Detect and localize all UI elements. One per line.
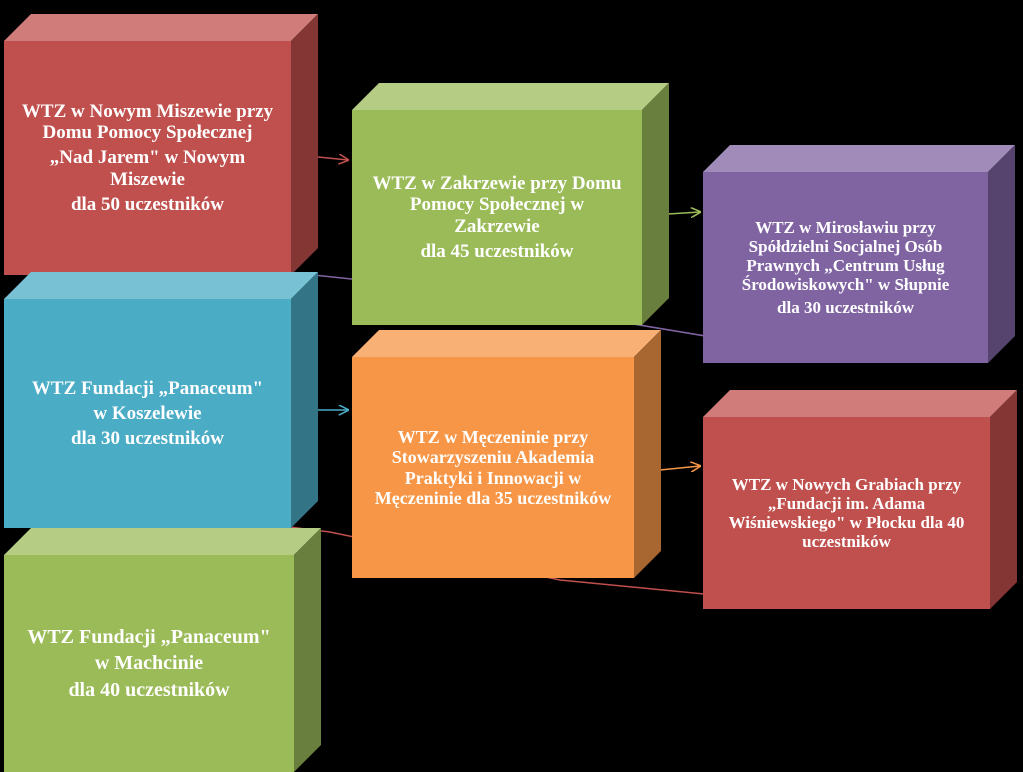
box-text-line: dla 50 uczestników [70, 193, 225, 215]
box-depth [4, 272, 318, 528]
box-top-face [4, 272, 318, 299]
box-top-face [4, 528, 321, 555]
box-face: WTZ w Zakrzewie przy Domu Pomocy Społecz… [352, 110, 642, 325]
box-wtz-nowy-miszew: WTZ w Nowym Miszewie przy Domu Pomocy Sp… [4, 14, 318, 275]
box-top-face [352, 330, 661, 357]
box-top-face [4, 14, 318, 41]
box-wtz-zakrzewo: WTZ w Zakrzewie przy Domu Pomocy Społecz… [352, 83, 669, 325]
box-top-face [703, 145, 1015, 172]
box-text-line: WTZ Fundacji „Panaceum" [31, 377, 264, 399]
box-wtz-miroslaw: WTZ w Mirosławiu przy Spółdzielni Socjal… [703, 145, 1015, 363]
box-face: WTZ w Mirosławiu przy Spółdzielni Socjal… [703, 172, 988, 363]
box-wtz-meczenino: WTZ w Męczeninie przy Stowarzyszeniu Aka… [352, 330, 661, 578]
box-wtz-nowe-grabie: WTZ w Nowych Grabiach przy „Fundacji im.… [703, 390, 1017, 609]
box-side-face [291, 14, 318, 275]
box-text-line: w Machcinie [94, 652, 204, 675]
box-side-face [642, 83, 669, 325]
box-text-line: dla 40 uczestników [68, 678, 230, 701]
box-face: WTZ w Nowym Miszewie przy Domu Pomocy Sp… [4, 41, 291, 275]
box-face: WTZ Fundacji „Panaceum" w Machcinie dla … [4, 555, 294, 772]
box-text-line: „Nad Jarem" w Nowym Miszewie [49, 147, 246, 190]
box-wtz-machcin: WTZ Fundacji „Panaceum" w Machcinie dla … [4, 528, 321, 772]
box-depth [4, 528, 321, 772]
box-depth [352, 83, 669, 325]
box-face: WTZ Fundacji „Panaceum" w Koszelewie dla… [4, 299, 291, 528]
box-text-line: dla 45 uczestników [420, 240, 574, 262]
box-text-line: dla 30 uczestników [777, 298, 914, 318]
box-top-face [352, 83, 669, 110]
box-text-line: dla 30 uczestników [70, 428, 225, 450]
box-text-line: WTZ w Nowych Grabiach przy „Fundacji im.… [728, 474, 965, 552]
box-depth [4, 14, 318, 275]
box-depth [352, 330, 661, 578]
box-text-line: WTZ w Zakrzewie przy Domu Pomocy Społecz… [372, 172, 622, 237]
box-text-line: WTZ w Nowym Miszewie przy Domu Pomocy Sp… [21, 100, 274, 144]
box-side-face [291, 272, 318, 528]
box-text-line: WTZ w Mirosławiu przy Spółdzielni Socjal… [741, 217, 950, 295]
box-text-line: WTZ Fundacji „Panaceum" [27, 625, 271, 648]
box-face: WTZ w Męczeninie przy Stowarzyszeniu Aka… [352, 357, 634, 578]
arrow-zakrzewo-to-miroslaw [667, 212, 700, 214]
box-side-face [294, 528, 321, 772]
box-top-face [703, 390, 1017, 417]
box-side-face [990, 390, 1017, 609]
box-depth [703, 390, 1017, 609]
box-face: WTZ w Nowych Grabiach przy „Fundacji im.… [703, 417, 990, 609]
box-side-face [988, 145, 1015, 363]
box-text-line: WTZ w Męczeninie przy Stowarzyszeniu Aka… [374, 427, 612, 508]
box-text-line: w Koszelewie [93, 402, 202, 424]
box-depth [703, 145, 1015, 363]
arrow-nowy-miszew-to-zakrzewo [317, 157, 348, 160]
box-side-face [634, 330, 661, 578]
arrow-meczenino-to-nowe-grabie [659, 466, 700, 470]
box-wtz-koszelewo: WTZ Fundacji „Panaceum" w Koszelewie dla… [4, 272, 318, 528]
